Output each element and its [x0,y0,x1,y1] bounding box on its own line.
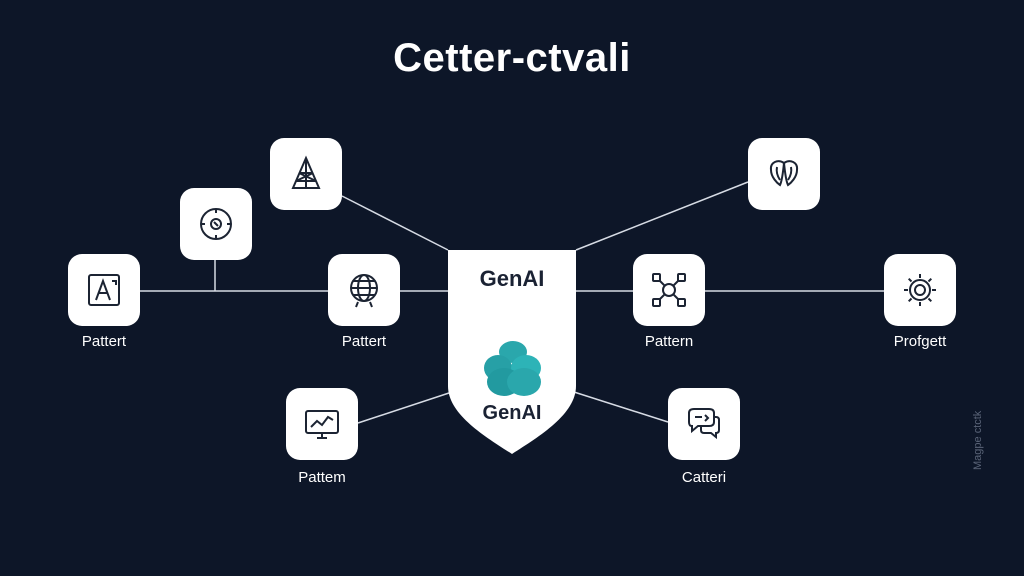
watermark: Magpe ctctk [972,410,984,470]
node-network [633,254,705,326]
node-gear [884,254,956,326]
network-hub-icon [652,273,686,307]
node-label-monitor: Pattem [298,469,346,486]
node-brain [748,138,820,210]
connector-brain [575,181,749,251]
monitor-chart-icon [305,410,339,439]
connector-monitor [357,391,453,424]
compass-icon [200,208,232,240]
node-label-chat: Catteri [681,469,727,486]
node-label-globe: Pattert [341,333,387,350]
connector-tower [341,195,449,251]
gear-target-icon [904,274,936,306]
node-monitor [286,388,358,460]
chat-bubbles-icon [688,408,720,440]
shield-subtitle: GenAI [482,402,542,424]
diagram-title: Cetter-ctvali [393,36,631,80]
node-tower [270,138,342,210]
node-label-gear: Profgett [893,333,947,350]
tower-icon [291,155,321,189]
shield-title: GenAI [479,266,545,291]
node-label-letter-a: Pattert [81,333,127,350]
letter-a-frame-icon [88,274,120,306]
node-label-network: Pattern [644,333,694,350]
genai-shield: GenAI GenAI [448,250,576,454]
node-globe [328,254,400,326]
node-letter-a [68,254,140,326]
node-chat [668,388,740,460]
genai-cluster-icon [484,341,541,396]
globe-icon [350,274,378,308]
node-compass [180,188,252,260]
connector-chat [573,391,669,423]
brain-icon [769,160,799,187]
